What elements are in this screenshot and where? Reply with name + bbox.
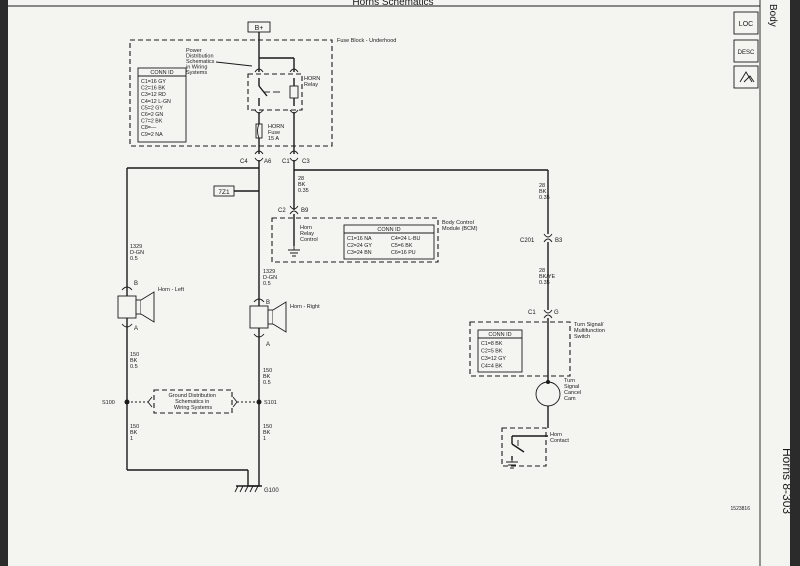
horn-left-pin-a: A <box>134 326 138 332</box>
splice-s101-label: S101 <box>264 400 277 406</box>
horn-right-pin-a: A <box>266 342 270 348</box>
bcm-outline <box>271 217 439 263</box>
horn-right-icon <box>249 298 287 338</box>
arrow-right-icon <box>232 396 238 408</box>
horn-contact-icon <box>501 427 548 467</box>
wire-label-28-bk-right: 28 BK 0.35 <box>539 183 550 201</box>
pin-c4: C4 <box>240 159 248 165</box>
relay-pin-icon <box>254 68 264 73</box>
svg-text:C1=16 GY C2=16 BK: C1=16 GY C2=16 BK C3=12 RD C4=12 L-GN C5… <box>141 79 172 138</box>
connector-pin-icon <box>254 150 299 162</box>
c201-label: C201 <box>520 238 535 244</box>
lower-right-wire-label: 150 BK 1 <box>263 424 274 442</box>
cancel-cam-icon <box>535 381 561 407</box>
horn-fuse-icon <box>255 123 263 139</box>
arrow-left-icon <box>147 396 153 408</box>
schematic-page: Horns Schematics Body Horns 8-303 152381… <box>8 0 790 566</box>
bcm-ground-icon <box>288 246 300 257</box>
pin-c1: C1 <box>282 159 290 165</box>
splice-s100-label: S100 <box>102 400 115 406</box>
svg-text:CONN ID: CONN ID <box>377 227 400 233</box>
fuse-block-label: Fuse Block - Underhood <box>337 38 396 44</box>
fuse-block-outline <box>129 39 333 147</box>
pin-c3: C3 <box>302 159 310 165</box>
horn-right-label: Horn - Right <box>290 304 320 310</box>
wire-label-28-bkye: 28 BK/YE 0.35 <box>539 268 557 286</box>
connector-pin-icon <box>543 309 553 319</box>
splice-s101-icon <box>256 399 262 405</box>
horn-schematic-diagram: Horns Schematics Body Horns 8-303 152381… <box>8 0 790 566</box>
ref-7z1-label: 7Z1 <box>218 189 230 196</box>
figure-id: 1523816 <box>731 506 751 512</box>
svg-text:CONN ID: CONN ID <box>150 70 173 76</box>
ground-g100-label: G100 <box>264 488 279 494</box>
horn-right-ground-wire-label: 150 BK 0.5 <box>263 368 274 386</box>
svg-text:LOC: LOC <box>739 21 753 28</box>
horn-contact-label: Horn Contact <box>550 432 569 444</box>
svg-text:C1=8 BK C2=5 BK C3: C1=8 BK C2=5 BK C3=12 GY C4=4 BK <box>481 341 507 370</box>
power-distribution-reference: Power Distribution Schematics in Wiring … <box>186 48 253 76</box>
turn-switch-pin-g: G <box>554 310 559 316</box>
pin-a6: A6 <box>264 159 272 165</box>
horn-left-pin-b: B <box>134 281 138 287</box>
header-title: Horns Schematics <box>352 0 433 8</box>
section-tab: Body <box>767 4 778 27</box>
ground-distribution-reference[interactable] <box>153 389 233 414</box>
svg-text:DESC: DESC <box>738 50 755 56</box>
horn-relay-label: HORN Relay <box>304 76 322 88</box>
relay-switch-icon <box>258 78 280 106</box>
svg-text:CONN ID: CONN ID <box>488 332 511 338</box>
page-footer: Horns 8-303 <box>780 448 790 514</box>
horn-fuse-label: HORN Fuse 15 A <box>268 124 286 142</box>
horn-left-icon <box>117 286 155 328</box>
horn-relay-outline <box>247 73 303 111</box>
cam-contact-icon <box>546 380 550 384</box>
bcm-pin-c2: C2 <box>278 208 286 214</box>
connector-pin-icon <box>289 205 299 215</box>
horn-right-pin-b: B <box>266 300 270 306</box>
bcm-label: Body Control Module (BCM) <box>442 220 478 232</box>
bcm-input-label: Horn Relay Control <box>300 225 318 243</box>
bcm-pin-b9: B9 <box>301 208 309 214</box>
c201-pin-b3: B3 <box>555 238 563 244</box>
horn-left-wire-label: 1329 D-GN 0.5 <box>130 244 146 262</box>
cancel-cam-label: Turn Signal Cancel Cam <box>564 378 583 402</box>
desc-icon[interactable]: DESC <box>733 39 759 63</box>
horn-contact-ground-icon <box>506 460 518 469</box>
svg-text:C1=16 NA C2=24 GY: C1=16 NA C2=24 GY C3=24 BN <box>347 236 373 256</box>
connector-pin-icon <box>543 233 553 243</box>
loc-icon[interactable]: LOC <box>733 11 759 35</box>
svg-text:Power Distribution: Power Distribution Schematics in Wiring … <box>186 48 216 76</box>
relay-coil-icon <box>289 78 299 106</box>
bplus-label: B+ <box>255 25 264 32</box>
wire-label-28-bk: 28 BK 0.35 <box>298 176 309 194</box>
ground-distribution-label: Ground Distribution Schematics in Wiring… <box>169 393 218 411</box>
ground-g100-icon <box>234 485 262 493</box>
horn-left-ground-wire-label: 150 BK 0.5 <box>130 352 141 370</box>
relay-pin-icon <box>289 68 299 73</box>
horn-right-wire-label: 1329 D-GN 0.5 <box>263 269 279 287</box>
turn-switch-conn-id-table: CONN ID C1=8 BK C2=5 BK C3=12 GY C4=4 BK <box>477 329 523 373</box>
bcm-conn-id-table: CONN ID C1=16 NA C2=24 GY C3=24 BN C4=24… <box>343 224 435 260</box>
turn-switch-outline <box>469 321 571 377</box>
cat-icon[interactable] <box>733 65 759 89</box>
fuse-block-conn-id-table: CONN ID C1=16 GY C2=16 BK C3=12 RD C4=12… <box>137 67 187 143</box>
svg-text:C4=24 L-BU C5=6 BK: C4=24 L-BU C5=6 BK C6=16 PU <box>391 236 422 256</box>
turn-switch-pin-c1: C1 <box>528 310 536 316</box>
splice-s100-icon <box>124 399 130 405</box>
horn-left-label: Horn - Left <box>158 287 184 293</box>
turn-switch-label: Turn Signal/ Multifunction Switch <box>574 322 606 340</box>
lower-left-wire-label: 150 BK 1 <box>130 424 141 442</box>
